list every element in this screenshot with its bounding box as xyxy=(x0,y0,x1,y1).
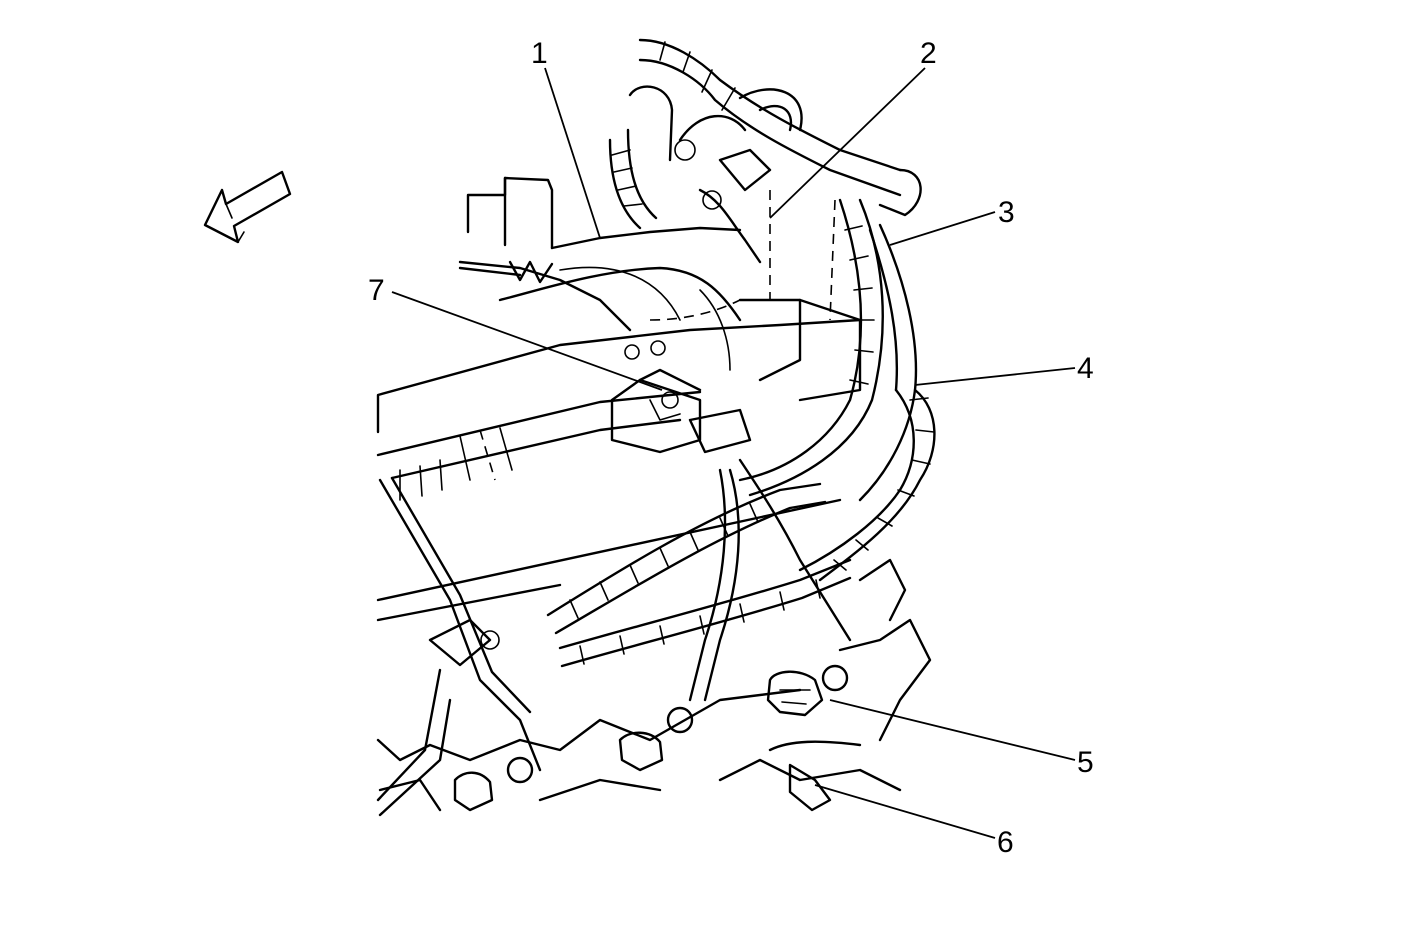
leader-line-6 xyxy=(814,784,996,839)
upper-harness xyxy=(608,38,922,264)
fuel-rail-bracket xyxy=(376,476,542,817)
throttle-body xyxy=(466,176,862,402)
leader-line-5 xyxy=(829,699,1076,761)
callout-3: 3 xyxy=(998,196,1015,229)
intake-manifold xyxy=(376,318,932,812)
leader-lines xyxy=(391,67,1076,839)
callout-7: 7 xyxy=(368,274,385,307)
callout-4: 4 xyxy=(1077,352,1094,385)
leader-line-4 xyxy=(914,367,1076,386)
leader-line-2 xyxy=(769,67,926,219)
lower-sensor-area xyxy=(453,664,862,812)
callout-5: 5 xyxy=(1077,746,1094,779)
callout-labels: 1 2 3 4 5 6 7 xyxy=(368,37,1094,859)
injector-harness xyxy=(546,458,852,702)
leader-line-1 xyxy=(544,67,601,239)
sensor-connector-assembly xyxy=(458,260,752,454)
callout-1: 1 xyxy=(531,37,548,70)
leader-line-7 xyxy=(391,291,663,391)
callout-6: 6 xyxy=(997,826,1014,859)
leader-line-3 xyxy=(889,211,996,246)
engine-harness xyxy=(738,198,936,582)
callout-2: 2 xyxy=(920,37,937,70)
front-direction-arrow-icon xyxy=(203,170,292,244)
